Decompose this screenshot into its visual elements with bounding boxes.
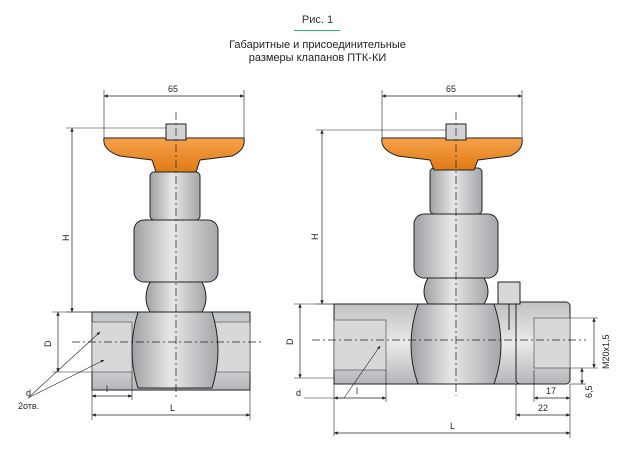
left-dim-d-note: 2отв.: [18, 401, 39, 411]
right-inlet-port: [333, 319, 387, 371]
right-valve: 65 H D d l 17 22 L: [285, 84, 611, 438]
right-dim-D: D: [285, 338, 295, 345]
figure-label-underline: [294, 30, 340, 31]
left-inlet-port: [91, 321, 133, 373]
left-dim-L: L: [170, 403, 175, 413]
right-dim-H: H: [310, 234, 320, 241]
left-dim-H: H: [61, 235, 71, 242]
right-valve-upper-bonnet: [429, 167, 483, 215]
right-dim-thread: M20x1,5: [601, 334, 611, 369]
caption-line-2: размеры клапанов ПТК-КИ: [248, 52, 387, 64]
left-valve-neck: [145, 281, 207, 313]
right-dim-22: 22: [538, 403, 548, 413]
left-dim-D: D: [43, 340, 53, 347]
left-dim-65: 65: [168, 84, 178, 94]
right-dim-L: L: [450, 421, 455, 431]
caption-line-1: Габаритные и присоединительные: [229, 39, 406, 51]
right-dim-17: 17: [546, 386, 556, 396]
left-dim-d: d: [26, 388, 31, 398]
figure-label: Рис. 1: [301, 14, 334, 26]
right-vent-plug: [497, 281, 521, 305]
left-dim-l: l: [106, 384, 108, 394]
right-dim-l: l: [356, 386, 358, 396]
right-dim-6-5: 6,5: [584, 385, 594, 398]
right-coupling-thread: [533, 317, 571, 369]
left-handwheel: [103, 137, 245, 173]
right-handwheel: [381, 137, 523, 171]
right-dim-65: 65: [446, 84, 456, 94]
left-valve-waist: [131, 311, 219, 389]
right-dim-d: d: [296, 388, 301, 398]
figure-caption: Габаритные и присоединительные размеры к…: [0, 39, 635, 65]
left-valve-upper-bonnet: [149, 171, 201, 221]
left-valve: 65 H D l L d 2отв.: [18, 84, 262, 420]
